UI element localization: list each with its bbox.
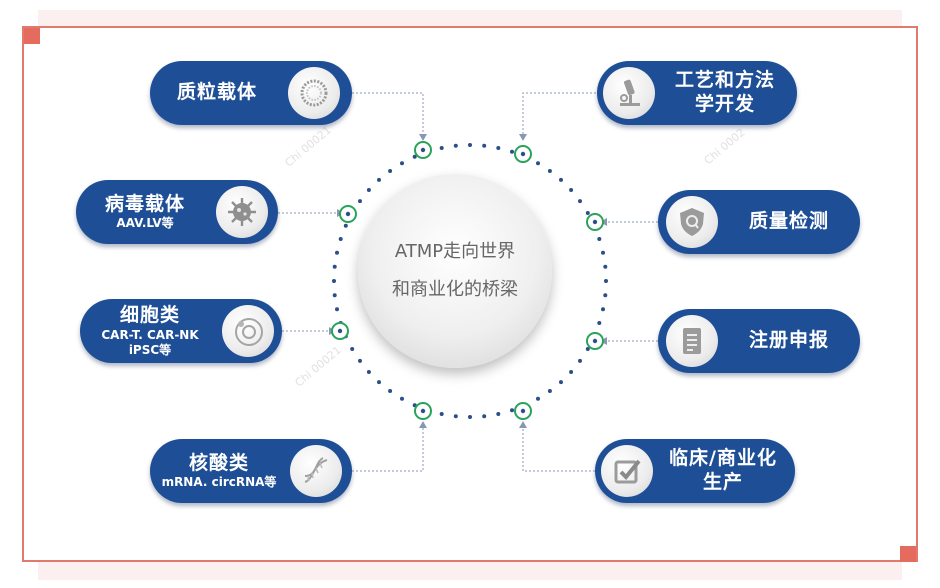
- ring-dot: [335, 307, 339, 312]
- ring-dot: [578, 358, 582, 363]
- ring-dot: [468, 415, 472, 419]
- ring-node: [414, 402, 432, 420]
- ring-dot: [400, 396, 404, 401]
- ring-dot: [412, 154, 417, 159]
- cell-icon: [222, 305, 274, 357]
- ring-dot: [468, 143, 472, 147]
- corner-marker-top-left: [24, 28, 40, 44]
- node-nucleic-acid: 核酸类 mRNA. circRNA等: [150, 439, 352, 503]
- node-title: 临床/商业化: [669, 447, 777, 470]
- ring-dot: [585, 211, 590, 215]
- ring-dot: [377, 177, 381, 182]
- virus-icon: [216, 186, 268, 238]
- ring-dot: [601, 250, 605, 255]
- ring-dot: [366, 188, 371, 192]
- ring-dot: [343, 223, 348, 228]
- ring-dot: [597, 321, 602, 325]
- document-icon: [666, 315, 718, 367]
- center-title-line1: ATMP走向世界: [394, 241, 516, 262]
- ring-dot: [603, 293, 608, 298]
- node-title: 病毒载体: [104, 192, 185, 215]
- ring-node: [514, 402, 532, 420]
- connector-lines: [278, 92, 658, 472]
- node-subtitle-2: iPSC等: [128, 342, 172, 357]
- ring-dot: [439, 412, 444, 416]
- ring-dot: [453, 143, 458, 148]
- ring-dot: [332, 293, 337, 298]
- node-viral-vector: 病毒载体 AAV.LV等: [76, 180, 278, 244]
- ring-dot: [400, 161, 404, 166]
- ring-node: [339, 205, 357, 223]
- ring-dot: [510, 149, 514, 154]
- plasmid-icon: [288, 67, 340, 119]
- ring-dot: [559, 380, 563, 385]
- checkbox-icon: [601, 445, 653, 497]
- quality-shield-icon: [666, 196, 718, 248]
- node-title: 质粒载体: [176, 81, 257, 104]
- dotted-ring: [332, 143, 608, 419]
- ring-dot: [482, 414, 487, 419]
- ring-dot: [536, 161, 540, 166]
- ring-dot: [388, 389, 393, 393]
- ring-dot: [547, 389, 552, 393]
- node-title-2: 学开发: [694, 93, 755, 115]
- node-subtitle: mRNA. circRNA等: [161, 475, 277, 490]
- node-registration-filing: 注册申报: [658, 309, 860, 373]
- node-quality-testing: 质量检测: [658, 190, 860, 254]
- dna-icon: [290, 445, 342, 497]
- ring-node: [414, 141, 432, 159]
- corner-marker-bottom-right: [900, 546, 916, 562]
- ring-dot: [569, 188, 574, 192]
- ring-dot: [388, 169, 393, 173]
- ring-dot: [366, 370, 371, 374]
- ring-dot: [496, 412, 501, 416]
- ring-dot: [604, 279, 608, 283]
- ring-dot: [482, 143, 487, 148]
- ring-dot: [335, 250, 339, 255]
- ring-dot: [439, 146, 444, 150]
- ring-dot: [603, 264, 608, 269]
- center-hub: ATMP走向世界 和商业化的桥梁: [358, 174, 552, 368]
- ring-dot: [597, 237, 602, 241]
- node-subtitle: CAR-T. CAR-NK: [101, 327, 199, 342]
- node-title: 注册申报: [748, 329, 829, 352]
- node-title: 质量检测: [748, 210, 829, 233]
- ring-dot: [510, 408, 514, 413]
- ring-dot: [578, 199, 582, 204]
- ring-dot: [358, 358, 362, 363]
- node-process-method-dev: 工艺和方法 学开发: [597, 61, 797, 125]
- ring-dot: [338, 237, 343, 241]
- ring-dot: [358, 199, 362, 204]
- ring-node: [586, 332, 604, 350]
- node-title-2: 生产: [702, 471, 743, 493]
- ring-node: [514, 145, 532, 163]
- node-plasmid-vector: 质粒载体: [150, 61, 352, 125]
- ring-dot: [601, 307, 605, 312]
- microscope-icon: [603, 67, 655, 119]
- ring-dot: [332, 279, 336, 283]
- ring-dot: [496, 146, 501, 150]
- node-cell-types: 细胞类 CAR-T. CAR-NK iPSC等: [80, 299, 282, 363]
- ring-dot: [453, 414, 458, 419]
- center-title-line2: 和商业化的桥梁: [392, 279, 518, 300]
- ring-dot: [536, 396, 540, 401]
- ring-node: [331, 322, 349, 340]
- node-title: 细胞类: [119, 304, 180, 327]
- node-clinical-commercial-production: 临床/商业化 生产: [595, 439, 795, 503]
- node-title: 工艺和方法: [674, 69, 775, 92]
- ring-dot: [547, 169, 552, 173]
- ring-dot: [559, 177, 563, 182]
- node-subtitle: AAV.LV等: [116, 216, 174, 231]
- ring-node: [586, 213, 604, 231]
- ring-dot: [332, 264, 337, 269]
- ring-dot: [377, 380, 381, 385]
- ring-dot: [350, 347, 355, 351]
- ring-dot: [569, 370, 574, 374]
- ring-dot: [585, 347, 590, 351]
- ring-nodes: [331, 141, 604, 420]
- node-title: 核酸类: [188, 451, 249, 474]
